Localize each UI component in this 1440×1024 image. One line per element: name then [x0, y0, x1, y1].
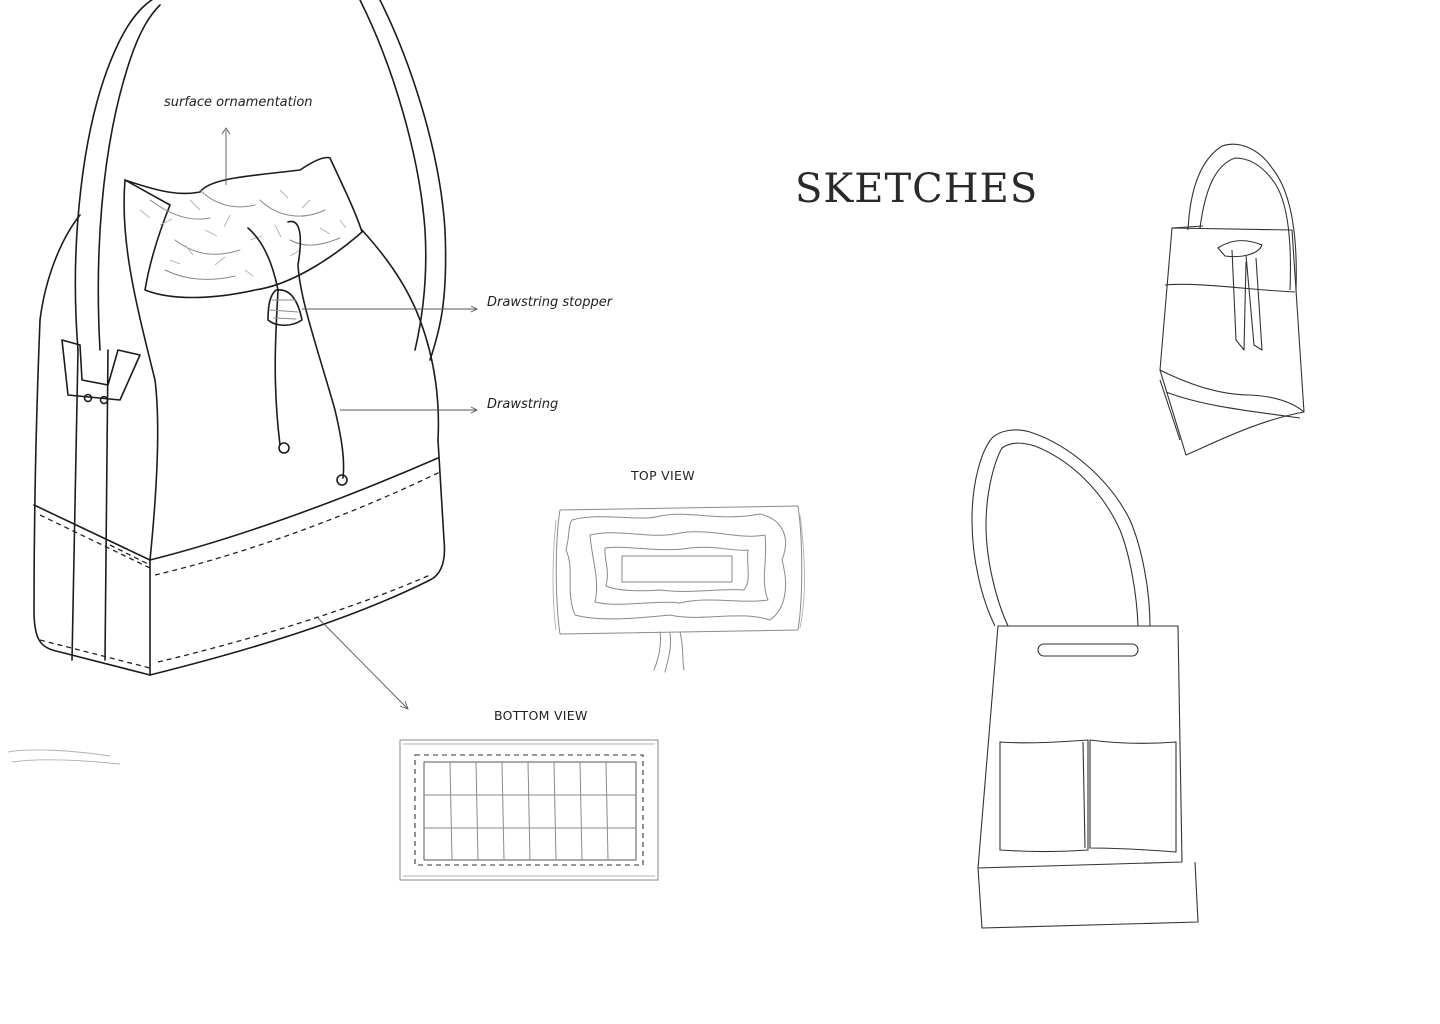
bucket-bag-vector: [1159, 143, 1305, 456]
top-view-label: TOP VIEW: [631, 468, 695, 483]
bottom-view-arrow: [317, 617, 408, 709]
drawstring-label: Drawstring: [487, 397, 559, 412]
top-view-sketch: [552, 505, 805, 673]
drawstring-stopper-label: Drawstring stopper: [487, 295, 613, 310]
page-title: SKETCHES: [795, 166, 1039, 212]
main-bag-sketch: [33, 0, 479, 710]
surface-ornamentation-label: surface ornamentation: [164, 95, 313, 110]
bottom-view-sketch: [399, 739, 659, 881]
tote-bag-vector: [971, 429, 1199, 929]
smudge-mark: [7, 749, 121, 765]
bottom-view-label: BOTTOM VIEW: [494, 708, 588, 723]
